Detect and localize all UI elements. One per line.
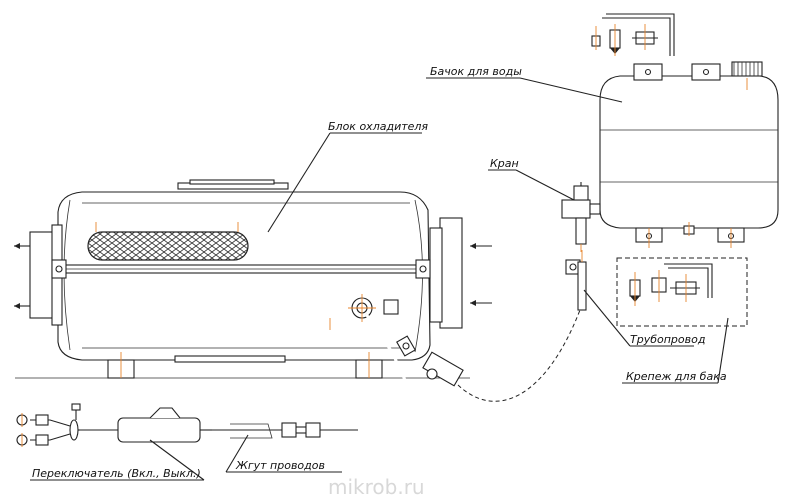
watermark: mikrob.ru bbox=[328, 475, 425, 499]
inlet-fittings bbox=[396, 309, 581, 402]
label-pipeline: Трубопровод bbox=[630, 333, 705, 346]
valve bbox=[561, 182, 601, 252]
label-wire-harness: Жгут проводов bbox=[235, 459, 325, 472]
label-valve: Кран bbox=[490, 157, 519, 170]
label-tank-mount: Крепеж для бака bbox=[626, 370, 727, 383]
label-switch: Переключатель (Вкл., Выкл.) bbox=[32, 467, 201, 480]
hose bbox=[357, 313, 415, 434]
label-water-tank: Бачок для воды bbox=[430, 65, 522, 78]
cooler-unit bbox=[29, 179, 463, 379]
leader-lines bbox=[30, 77, 729, 481]
water-tank bbox=[599, 61, 779, 248]
airflow-arrows bbox=[14, 243, 492, 309]
top-fasteners bbox=[591, 13, 675, 56]
harness-connectors bbox=[212, 422, 358, 439]
switch-assembly bbox=[16, 403, 212, 447]
label-cooler-unit: Блок охладителя bbox=[328, 120, 428, 133]
pipeline bbox=[565, 250, 587, 311]
tank-mount-kit bbox=[616, 257, 748, 327]
labels: Блок охладителя Бачок для воды Кран Труб… bbox=[32, 65, 727, 480]
